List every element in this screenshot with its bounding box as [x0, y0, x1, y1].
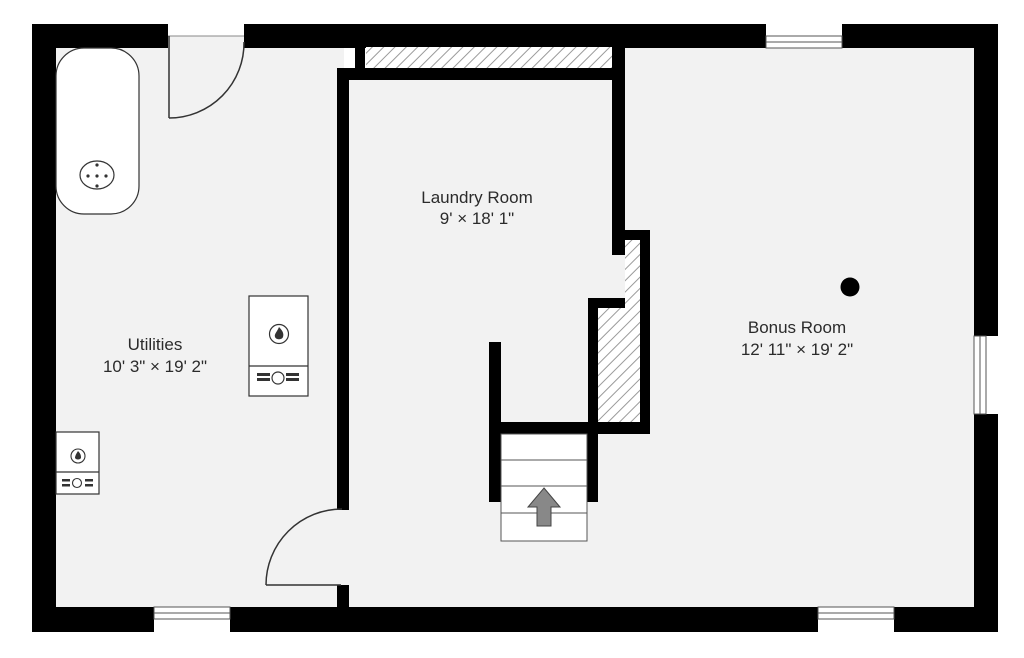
floor-drain-icon — [840, 277, 860, 297]
door-swing-icon — [168, 24, 245, 119]
room-dimensions-laundry: 9' × 18' 1" — [440, 209, 514, 228]
door-swing-icon — [265, 508, 343, 586]
furnace-icon — [55, 431, 100, 495]
exterior-walls — [32, 24, 998, 632]
water-heater-icon — [55, 47, 140, 215]
window-icon — [153, 606, 231, 620]
floor-bonus — [614, 47, 974, 607]
window-icon — [765, 35, 843, 49]
furnace-icon — [248, 295, 309, 397]
room-dimensions-bonus: 12' 11" × 19' 2" — [741, 340, 853, 359]
hatched-wall-section-top — [366, 47, 612, 68]
window-icon — [973, 335, 987, 415]
flame-icon — [70, 448, 86, 464]
interior-walls — [337, 46, 650, 607]
window-icon — [817, 606, 895, 620]
flame-icon — [268, 323, 290, 345]
room-name-laundry: Laundry Room — [421, 188, 533, 207]
room-dimensions-utilities: 10' 3" × 19' 2" — [103, 357, 207, 376]
stairs-icon — [500, 433, 588, 542]
up-arrow-icon — [526, 487, 562, 527]
hatched-wall-section-stair — [598, 240, 640, 422]
room-name-bonus: Bonus Room — [748, 318, 846, 337]
room-name-utilities: Utilities — [128, 335, 183, 354]
